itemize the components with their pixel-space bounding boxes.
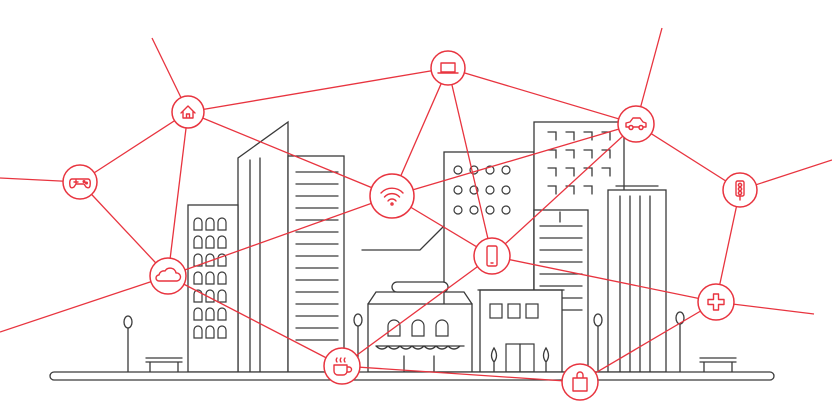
gamepad-icon: [69, 178, 91, 189]
link-car-traffic: [635, 123, 741, 191]
laptop-node: [430, 50, 466, 86]
link-car-phone: [491, 123, 637, 257]
medical-cross-icon: [707, 293, 725, 311]
street: [49, 371, 775, 381]
tower-striped-floors: [295, 171, 339, 341]
link-phone-coffee: [341, 255, 493, 367]
link-home-gamepad: [79, 111, 189, 183]
benches: [145, 357, 737, 373]
link-traffic-health: [715, 189, 741, 303]
street-lamps: [123, 311, 685, 373]
smartphone-icon: [486, 245, 498, 267]
network-nodes: [62, 50, 758, 401]
coffee-node: [323, 347, 361, 385]
link-home-cloud: [167, 111, 189, 277]
tower-striped: [287, 155, 345, 373]
link-home-wifi: [187, 111, 393, 197]
link-laptop-car: [447, 67, 637, 125]
link-gamepad-cloud: [79, 181, 169, 277]
shop-left: [367, 303, 473, 373]
gamepad-node: [62, 164, 98, 200]
tower-right: [607, 189, 667, 373]
home-node: [171, 95, 205, 129]
car-node: [617, 105, 655, 143]
round-windows: [453, 165, 511, 215]
shop-trees: [490, 346, 550, 373]
cloud-node: [149, 257, 187, 295]
link-wifi-cloud: [167, 195, 393, 277]
link-phone-health: [491, 255, 717, 303]
link-laptop-phone: [447, 67, 493, 257]
wifi-node: [369, 173, 415, 219]
cloud-icon: [155, 267, 182, 282]
traffic-light-node: [722, 172, 758, 208]
traffic-light-icon: [735, 180, 745, 201]
medical-node: [697, 283, 735, 321]
city-skyline: [49, 120, 775, 381]
shopping-bag-icon: [572, 371, 588, 392]
link-coffee-shopping: [341, 365, 581, 383]
link-home-laptop: [187, 67, 449, 113]
link-cloud-coffee: [167, 275, 343, 367]
building-left-windows: [193, 217, 227, 339]
laptop-icon: [437, 62, 459, 74]
link-laptop-wifi: [391, 67, 449, 197]
home-icon: [180, 105, 196, 119]
grid-windows: [547, 131, 611, 195]
building-left: [187, 204, 239, 373]
wifi-icon: [380, 187, 404, 206]
car-icon: [625, 117, 647, 131]
link-car-wifi: [391, 123, 637, 197]
link-health-shopping: [579, 301, 717, 383]
shopping-node: [561, 363, 599, 401]
network-links: [79, 67, 741, 383]
smartphone-node: [473, 237, 511, 275]
